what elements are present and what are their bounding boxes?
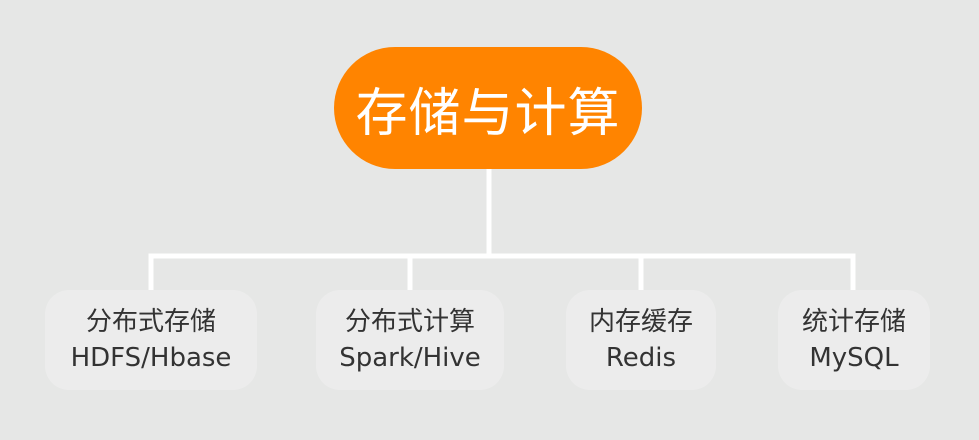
- child-node-statistics-storage: 统计存储 MySQL: [778, 290, 930, 390]
- child-node-title: 统计存储: [801, 307, 906, 337]
- child-node-title: 内存缓存: [588, 307, 693, 337]
- child-node-subtitle: Redis: [605, 343, 677, 373]
- child-node-distributed-storage: 分布式存储 HDFS/Hbase: [45, 290, 257, 390]
- child-node-subtitle: Spark/Hive: [339, 343, 481, 373]
- child-node-title: 分布式存储: [85, 307, 216, 337]
- child-node-memory-cache: 内存缓存 Redis: [566, 290, 716, 390]
- child-node-distributed-compute: 分布式计算 Spark/Hive: [316, 290, 504, 390]
- root-node-label: 存储与计算: [355, 83, 621, 144]
- root-node: 存储与计算: [334, 47, 642, 169]
- child-node-subtitle: MySQL: [809, 343, 899, 373]
- child-node-subtitle: HDFS/Hbase: [70, 343, 232, 373]
- child-node-title: 分布式计算: [344, 307, 475, 337]
